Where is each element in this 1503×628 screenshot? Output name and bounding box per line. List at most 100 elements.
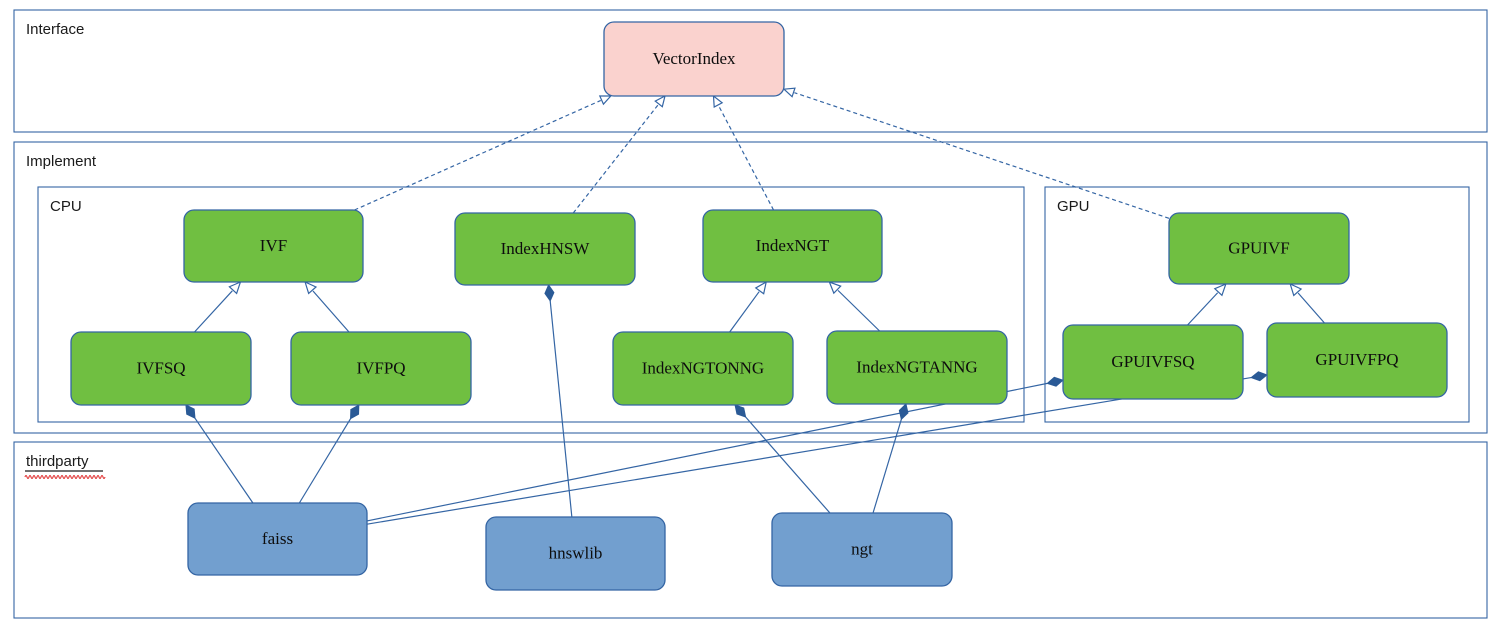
- edge-line: [729, 291, 760, 333]
- realization-arrowhead-icon: [712, 94, 724, 108]
- node-box-hnswlib[interactable]: [485, 516, 666, 591]
- generalization-arrowhead-icon: [754, 280, 768, 295]
- edge-indexngtanng-to-indexngt: [828, 280, 881, 332]
- node-label-indexngtanng: IndexNGTANNG: [856, 357, 977, 376]
- group-label-cpu: CPU: [50, 198, 82, 215]
- node-vectorindex[interactable]: VectorIndex: [603, 21, 785, 97]
- node-label-gpuivfpq: GPUIVFPQ: [1315, 350, 1398, 369]
- edge-line: [354, 99, 601, 211]
- node-ivfsq[interactable]: IVFSQ: [70, 331, 252, 406]
- node-box-indexngtonng[interactable]: [612, 331, 794, 406]
- node-label-faiss: faiss: [262, 529, 293, 548]
- realization-arrowhead-icon: [654, 94, 666, 108]
- group-label-implement: Implement: [26, 153, 97, 170]
- spellcheck-squiggle-icon: [24, 474, 106, 480]
- node-label-ivf: IVF: [260, 236, 287, 255]
- node-indexngtonng[interactable]: IndexNGTONNG: [612, 331, 794, 406]
- node-hnswlib[interactable]: hnswlib: [485, 516, 666, 591]
- edge-line: [366, 376, 1252, 525]
- edge-faiss-to-gpuivfpq: [366, 371, 1269, 525]
- node-box-ivf[interactable]: [183, 209, 364, 283]
- edge-line: [745, 416, 831, 514]
- edge-gpuivf-to-vectorindex: [782, 87, 1170, 219]
- edge-line: [1297, 292, 1325, 324]
- composition-diamond-icon: [350, 404, 360, 420]
- generalization-arrowhead-icon: [1213, 282, 1227, 297]
- generalization-arrowhead-icon: [304, 280, 318, 295]
- composition-diamond-icon: [544, 283, 555, 302]
- realization-arrowhead-icon: [782, 87, 796, 98]
- node-ngt[interactable]: ngt: [771, 512, 953, 587]
- node-label-ngt: ngt: [851, 539, 873, 558]
- edge-ivfsq-to-ivf: [194, 280, 242, 333]
- edge-gpuivfsq-to-gpuivf: [1187, 282, 1227, 326]
- generalization-arrowhead-icon: [1289, 282, 1303, 297]
- node-label-vectorindex: VectorIndex: [652, 49, 736, 68]
- group-label-interface: Interface: [26, 21, 84, 38]
- node-faiss[interactable]: faiss: [187, 502, 368, 576]
- node-box-faiss[interactable]: [187, 502, 368, 576]
- node-indexngt[interactable]: IndexNGT: [702, 209, 883, 283]
- node-label-gpuivf: GPUIVF: [1228, 238, 1289, 257]
- edge-indexngt-to-vectorindex: [712, 94, 775, 211]
- node-box-ivfsq[interactable]: [70, 331, 252, 406]
- edge-line: [794, 92, 1170, 219]
- node-indexhnsw[interactable]: IndexHNSW: [454, 212, 636, 286]
- node-gpuivfpq[interactable]: GPUIVFPQ: [1266, 322, 1448, 398]
- edge-hnswlib-to-indexhnsw: [544, 283, 573, 518]
- node-box-gpuivfpq[interactable]: [1266, 322, 1448, 398]
- edge-line: [1187, 292, 1219, 326]
- edge-line: [837, 289, 881, 332]
- composition-diamond-icon: [1250, 371, 1269, 382]
- node-label-indexngtonng: IndexNGTONNG: [642, 358, 764, 377]
- node-indexngtanng[interactable]: IndexNGTANNG: [826, 330, 1008, 405]
- edge-line: [572, 104, 659, 214]
- node-box-ivfpq[interactable]: [290, 331, 472, 406]
- node-box-ngt[interactable]: [771, 512, 953, 587]
- generalization-arrowhead-icon: [228, 280, 242, 295]
- node-label-gpuivfsq: GPUIVFSQ: [1111, 352, 1194, 371]
- edge-line: [549, 300, 573, 518]
- node-label-ivfpq: IVFPQ: [356, 358, 405, 377]
- edge-line: [194, 417, 254, 504]
- composition-diamond-icon: [734, 404, 747, 418]
- edge-faiss-to-gpuivfsq: [366, 376, 1064, 522]
- node-box-indexngt[interactable]: [702, 209, 883, 283]
- node-label-indexngt: IndexNGT: [756, 236, 830, 255]
- node-label-hnswlib: hnswlib: [549, 543, 603, 562]
- edge-faiss-to-ivfpq: [298, 404, 360, 504]
- edge-indexhnsw-to-vectorindex: [572, 94, 666, 214]
- composition-diamond-icon: [898, 403, 909, 421]
- node-label-ivfsq: IVFSQ: [136, 358, 185, 377]
- edge-line: [298, 418, 352, 504]
- node-label-indexhnsw: IndexHNSW: [501, 239, 591, 258]
- edge-indexngtonng-to-indexngt: [729, 280, 768, 333]
- group-label-gpu: GPU: [1057, 198, 1090, 215]
- edge-ngt-to-indexngtonng: [734, 404, 831, 514]
- generalization-arrowhead-icon: [828, 280, 842, 295]
- node-box-indexhnsw[interactable]: [454, 212, 636, 286]
- node-ivf[interactable]: IVF: [183, 209, 364, 283]
- edges: [185, 87, 1325, 525]
- node-box-vectorindex[interactable]: [603, 21, 785, 97]
- node-gpuivfsq[interactable]: GPUIVFSQ: [1062, 324, 1244, 400]
- edge-ivf-to-vectorindex: [354, 95, 613, 211]
- edge-line: [194, 290, 233, 333]
- composition-diamond-icon: [1046, 376, 1064, 387]
- node-box-gpuivfsq[interactable]: [1062, 324, 1244, 400]
- edge-gpuivfpq-to-gpuivf: [1289, 282, 1325, 324]
- node-box-gpuivf[interactable]: [1168, 212, 1350, 285]
- node-ivfpq[interactable]: IVFPQ: [290, 331, 472, 406]
- edge-line: [312, 290, 350, 333]
- edge-line: [366, 382, 1048, 522]
- group-label-thirdparty: thirdparty: [26, 453, 89, 470]
- composition-diamond-icon: [185, 404, 196, 420]
- node-box-indexngtanng[interactable]: [826, 330, 1008, 405]
- edge-ivfpq-to-ivf: [304, 280, 350, 333]
- edge-line: [872, 419, 902, 514]
- node-gpuivf[interactable]: GPUIVF: [1168, 212, 1350, 285]
- edge-ngt-to-indexngtanng: [872, 403, 909, 514]
